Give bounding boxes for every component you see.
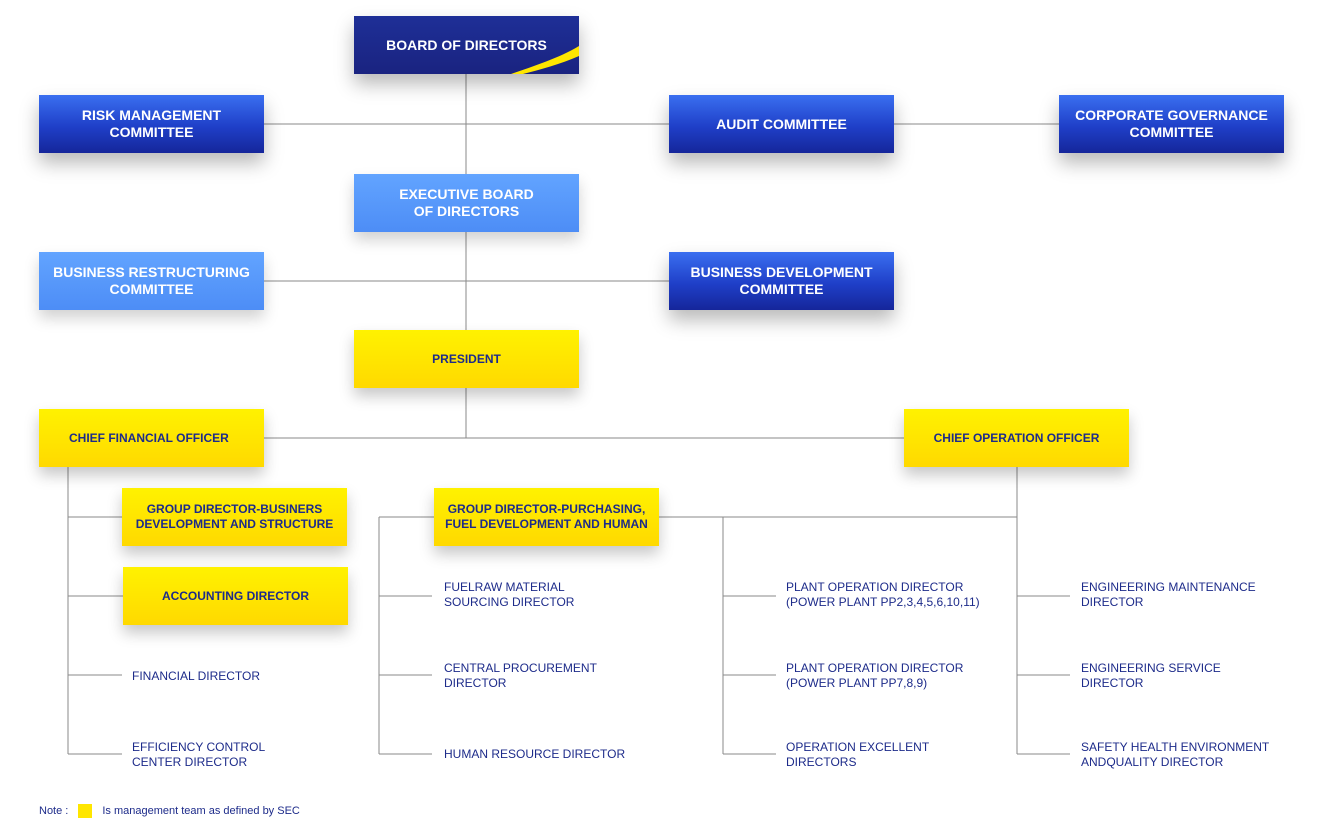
plant-operation-director-2-label: PLANT OPERATION DIRECTOR (POWER PLANT PP… <box>786 661 964 690</box>
group-director-business-label: GROUP DIRECTOR-BUSINERS DEVELOPMENT AND … <box>135 502 334 531</box>
accounting-director-label: ACCOUNTING DIRECTOR <box>161 588 310 603</box>
board-of-directors-label: BOARD OF DIRECTORS <box>386 37 547 53</box>
business-restructuring-committee-label: BUSINESS RESTRUCTURING COMMITTEE <box>53 264 250 297</box>
executive-board-label: EXECUTIVE BOARD OF DIRECTORS <box>399 186 534 219</box>
central-procurement-director-label: CENTRAL PROCUREMENT DIRECTOR <box>444 661 597 690</box>
legend-note-label: Note : <box>39 805 69 817</box>
business-restructuring-committee-box: BUSINESS RESTRUCTURING COMMITTEE <box>39 252 264 310</box>
fuel-sourcing-director-label: FUELRAW MATERIAL SOURCING DIRECTOR <box>444 580 575 609</box>
group-director-purchasing-label: GROUP DIRECTOR-PURCHASING, FUEL DEVELOPM… <box>445 502 648 531</box>
business-development-committee-label: BUSINESS DEVELOPMENT COMMITTEE <box>690 264 873 297</box>
risk-management-committee-label: RISK MANAGEMENT COMMITTEE <box>81 107 222 140</box>
chief-operation-officer-label: CHIEF OPERATION OFFICER <box>933 430 1100 445</box>
swoosh-accent-icon <box>511 46 579 74</box>
audit-committee-label: AUDIT COMMITTEE <box>716 115 847 132</box>
plant-operation-director-1-label: PLANT OPERATION DIRECTOR (POWER PLANT PP… <box>786 580 980 609</box>
legend-note-text: Is management team as defined by SEC <box>102 805 300 817</box>
president-label: PRESIDENT <box>432 351 501 366</box>
group-director-business-box: GROUP DIRECTOR-BUSINERS DEVELOPMENT AND … <box>122 488 347 546</box>
audit-committee-box: AUDIT COMMITTEE <box>669 95 894 153</box>
legend-yellow-swatch <box>78 804 93 818</box>
engineering-service-director-label: ENGINEERING SERVICE DIRECTOR <box>1081 661 1221 690</box>
executive-board-box: EXECUTIVE BOARD OF DIRECTORS <box>354 174 579 232</box>
board-of-directors-box: BOARD OF DIRECTORS <box>354 16 579 74</box>
accounting-director-box: ACCOUNTING DIRECTOR <box>123 567 348 625</box>
chief-financial-officer-label: CHIEF FINANCIAL OFFICER <box>69 430 229 445</box>
chief-financial-officer-box: CHIEF FINANCIAL OFFICER <box>39 409 264 467</box>
operation-excellent-directors-label: OPERATION EXCELLENT DIRECTORS <box>786 740 930 769</box>
corporate-governance-committee-box: CORPORATE GOVERNANCE COMMITTEE <box>1059 95 1284 153</box>
president-box: PRESIDENT <box>354 330 579 388</box>
human-resource-director-label: HUMAN RESOURCE DIRECTOR <box>444 747 626 761</box>
chief-operation-officer-box: CHIEF OPERATION OFFICER <box>904 409 1129 467</box>
safety-health-quality-director-label: SAFETY HEALTH ENVIRONMENT ANDQUALITY DIR… <box>1081 740 1270 769</box>
corporate-governance-committee-label: CORPORATE GOVERNANCE COMMITTEE <box>1075 107 1268 140</box>
group-director-purchasing-box: GROUP DIRECTOR-PURCHASING, FUEL DEVELOPM… <box>434 488 659 546</box>
risk-management-committee-box: RISK MANAGEMENT COMMITTEE <box>39 95 264 153</box>
legend-note: Note : Is management team as defined by … <box>39 804 300 818</box>
financial-director-label: FINANCIAL DIRECTOR <box>132 669 261 683</box>
efficiency-control-director-label: EFFICIENCY CONTROL CENTER DIRECTOR <box>132 740 266 769</box>
business-development-committee-box: BUSINESS DEVELOPMENT COMMITTEE <box>669 252 894 310</box>
engineering-maintenance-director-label: ENGINEERING MAINTENANCE DIRECTOR <box>1081 580 1256 609</box>
